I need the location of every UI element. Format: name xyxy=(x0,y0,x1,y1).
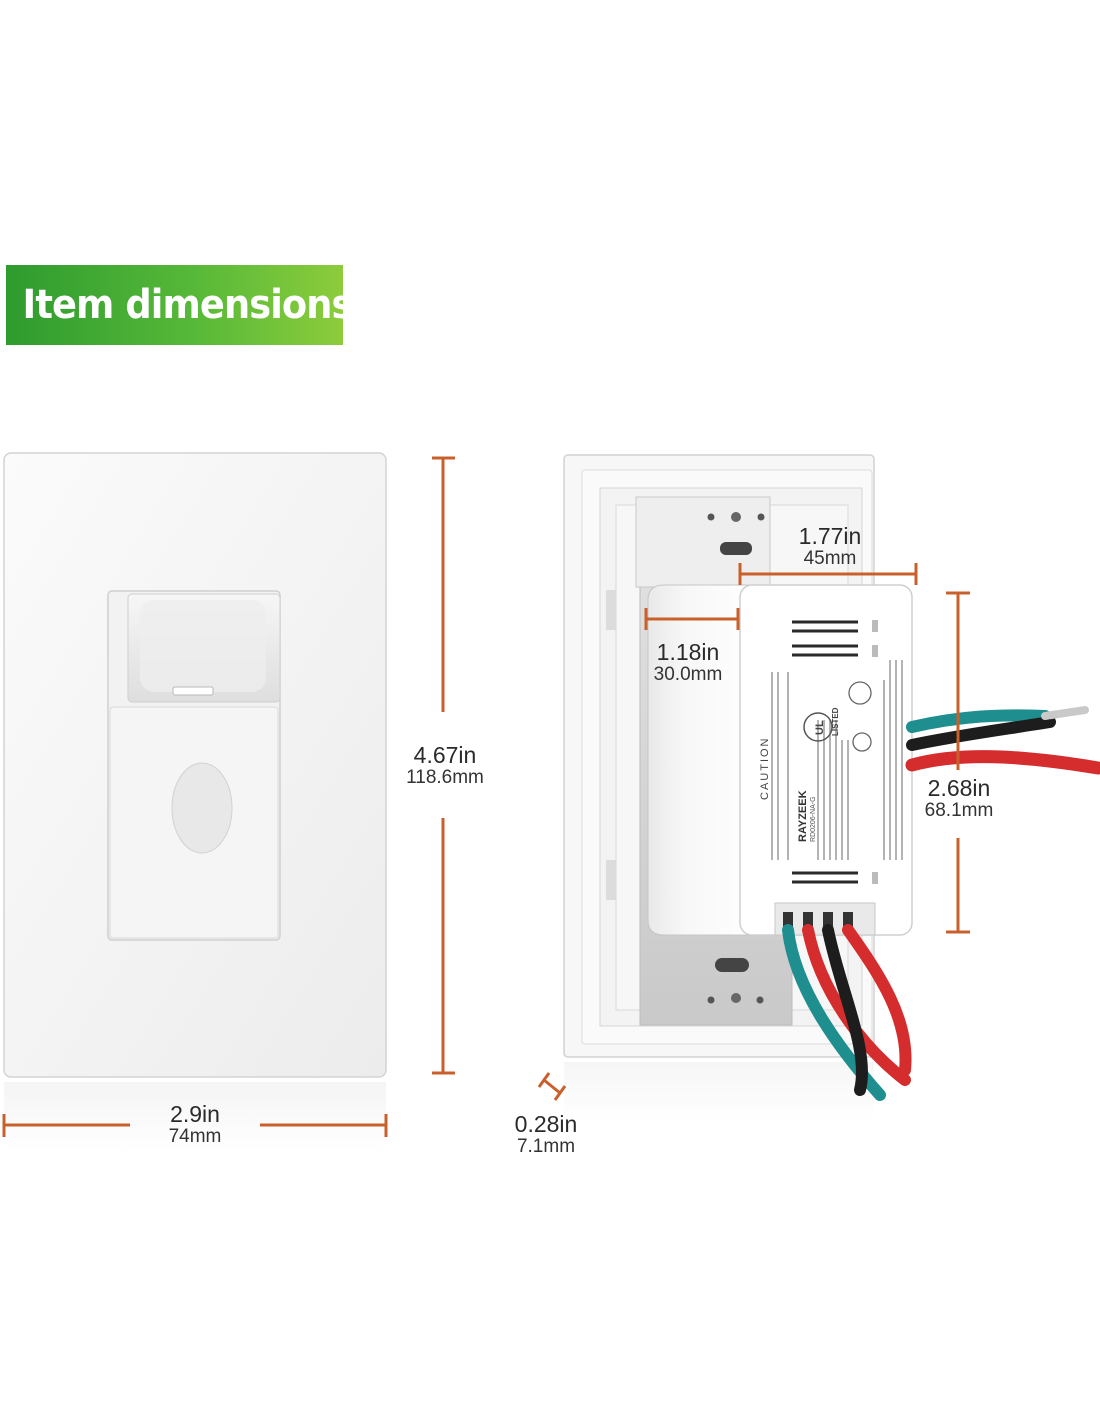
vent-slots-bottom xyxy=(792,871,858,884)
plate-depth-label: 0.28in 7.1mm xyxy=(496,1112,596,1158)
side-wires xyxy=(905,706,1100,775)
module-depth-label: 1.18in 30.0mm xyxy=(638,640,738,686)
height-inch: 4.67in xyxy=(413,742,477,768)
module-width-mm: 45mm xyxy=(803,548,857,569)
mounting-screw-slot-bottom xyxy=(715,958,749,972)
height-mm: 118.6mm xyxy=(406,767,484,788)
item-dimensions-banner: Item dimensions xyxy=(6,265,353,345)
plate-depth-dimension-line xyxy=(537,1072,567,1101)
plate-depth-inch: 0.28in xyxy=(514,1111,578,1137)
listed-text: LISTED xyxy=(831,707,840,736)
ul-mark-text: UL xyxy=(814,720,826,735)
module-width-label: 1.77in 45mm xyxy=(780,524,880,570)
module-height-label: 2.68in 68.1mm xyxy=(909,776,1009,822)
switch-module-body: CAUTION RAYZEEK RD0206-NA-G UL LISTED xyxy=(647,584,913,936)
vent-slots-top xyxy=(792,620,858,657)
height-dimension-line xyxy=(432,456,455,1075)
brand-label: RAYZEEK xyxy=(797,790,809,842)
height-label: 4.67in 118.6mm xyxy=(395,743,495,789)
width-dimension-line xyxy=(2,1114,388,1137)
module-depth-dimension-line xyxy=(644,608,740,630)
al-mark xyxy=(848,681,872,705)
model-label: RD0206-NA-G xyxy=(810,796,817,842)
cul-mark xyxy=(852,732,872,752)
module-printed-specs xyxy=(771,660,903,860)
module-height-dimension-line xyxy=(946,591,970,934)
module-height-inch: 2.68in xyxy=(927,775,991,801)
plate-depth-mm: 7.1mm xyxy=(516,1136,576,1157)
width-mm: 74mm xyxy=(168,1126,222,1147)
banner-title: Item dimensions xyxy=(22,282,354,328)
module-depth-mm: 30.0mm xyxy=(653,664,723,685)
module-width-dimension-line xyxy=(738,563,918,585)
module-width-inch: 1.77in xyxy=(798,523,862,549)
module-depth-inch: 1.18in xyxy=(656,639,720,665)
push-button-dimple xyxy=(171,762,233,854)
module-side xyxy=(647,584,753,936)
front-view-switch xyxy=(3,452,387,1152)
plate-reflection xyxy=(4,1082,386,1152)
module-height-mm: 68.1mm xyxy=(924,800,994,821)
ul-listed-mark xyxy=(803,712,833,742)
width-inch: 2.9in xyxy=(170,1101,220,1127)
bottom-wires xyxy=(782,924,912,1101)
width-label: 2.9in 74mm xyxy=(145,1102,245,1148)
mounting-screw-slot-top xyxy=(720,542,752,555)
sensor-indicator-slot xyxy=(172,686,214,696)
caution-label: CAUTION xyxy=(759,737,771,801)
